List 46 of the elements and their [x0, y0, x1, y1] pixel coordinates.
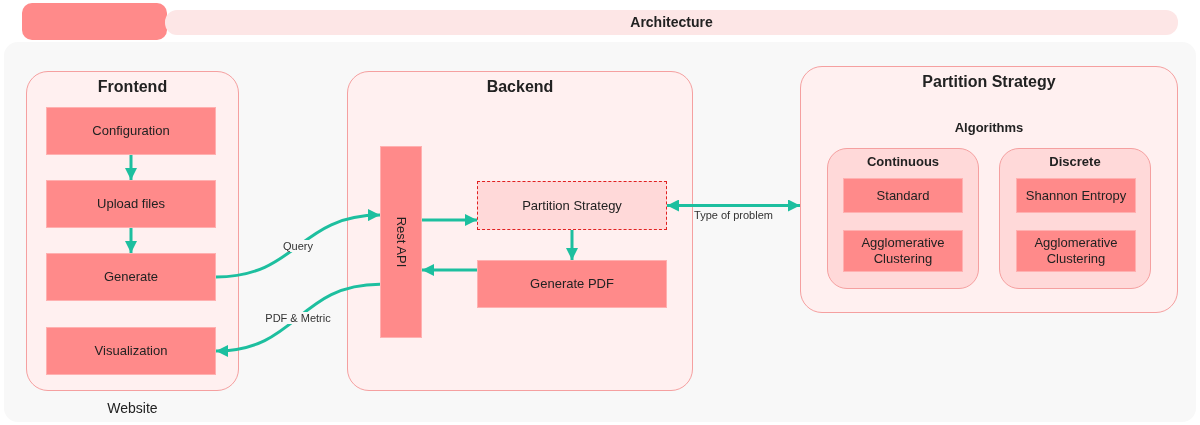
box-label: Generate PDF	[529, 276, 615, 292]
group-title: Partition Strategy	[921, 73, 1057, 91]
process-box	[477, 260, 667, 308]
arrow	[215, 282, 381, 357]
box-label: Rest API	[393, 216, 409, 268]
group-title: Frontend	[96, 78, 169, 96]
box-label: Architecture	[629, 14, 714, 30]
arrow	[422, 264, 477, 276]
process-box	[477, 181, 667, 230]
edge-label: Query	[281, 240, 315, 253]
arrow	[566, 230, 578, 260]
edge-label: Type of problem	[693, 208, 774, 221]
subgroup-panel	[827, 148, 979, 289]
box-shape	[22, 3, 167, 40]
group-title: Continuous	[865, 154, 941, 169]
process-box	[46, 253, 216, 301]
process-box	[1016, 230, 1136, 272]
group-title: Discrete	[1048, 154, 1102, 169]
arrow	[125, 228, 137, 253]
box-label: Configuration	[91, 123, 171, 139]
process-box	[380, 146, 422, 338]
box-label: Upload files	[96, 196, 166, 212]
process-box	[46, 180, 216, 228]
arrow	[667, 199, 800, 212]
box-label: Standard	[875, 187, 931, 204]
arrow	[422, 214, 477, 226]
box-label: Agglomerative Clustering	[1033, 235, 1119, 267]
arrow	[215, 209, 381, 279]
node-label: Website	[106, 400, 159, 416]
box-label: Generate	[102, 269, 160, 285]
process-box	[843, 178, 963, 213]
process-box	[843, 230, 963, 272]
process-box	[46, 327, 216, 375]
box-label: Visualization	[93, 343, 169, 359]
process-box	[46, 107, 216, 155]
subgroup-panel	[999, 148, 1151, 289]
group-title: Backend	[485, 78, 555, 96]
process-box	[1016, 178, 1136, 213]
box-label: Partition Strategy	[521, 197, 623, 214]
arrow	[125, 155, 137, 180]
box-label: Agglomerative Clustering	[860, 235, 946, 267]
group-panel	[347, 71, 693, 391]
title-bar	[165, 10, 1178, 35]
box-label: Shannon Entropy	[1024, 187, 1128, 204]
group-panel	[800, 66, 1178, 313]
section-heading: Algorithms	[953, 120, 1025, 135]
